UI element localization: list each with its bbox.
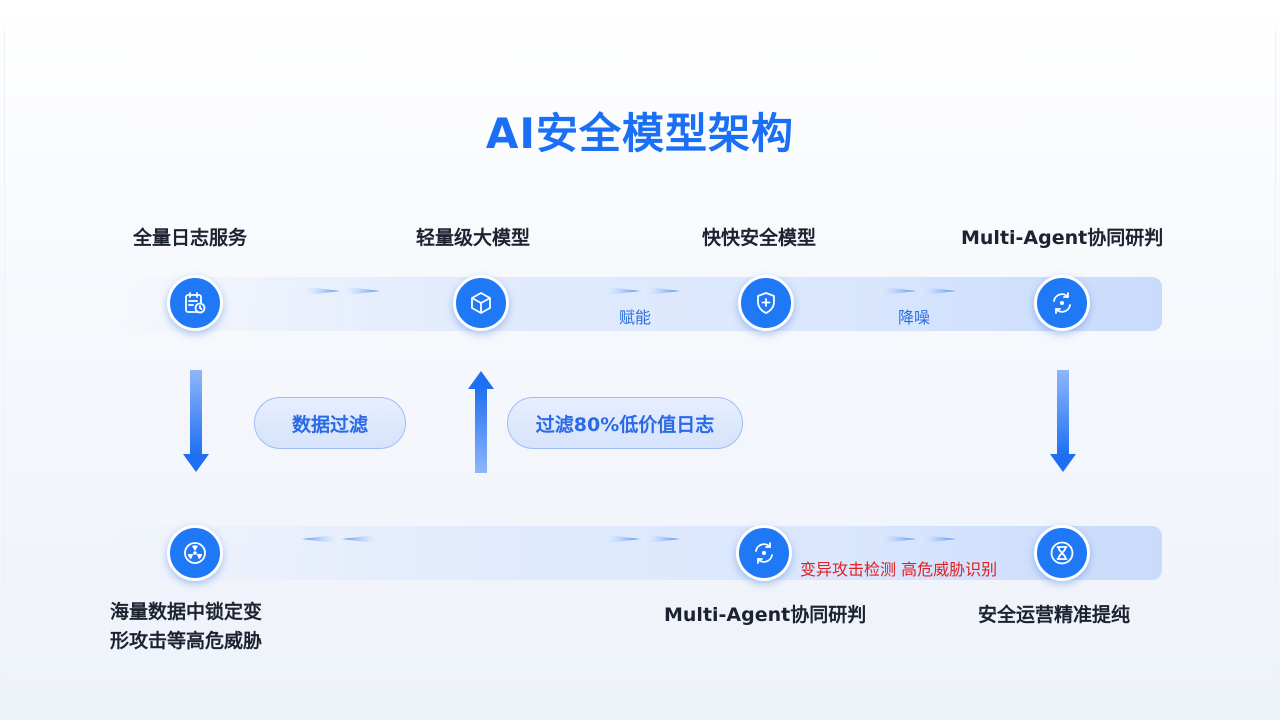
cycle-icon (1053, 292, 1071, 314)
arrow-down-right (1050, 370, 1076, 472)
cycle-icon (755, 542, 773, 564)
top-label-lightweight-model: 轻量级大模型 (416, 227, 531, 249)
bottom-label-threat-lock-line2: 形攻击等高危威胁 (110, 630, 263, 652)
page-frame (4, 30, 1276, 700)
bottom-label-threat-lock: 海量数据中锁定变 形攻击等高危威胁 (110, 598, 262, 656)
top-label-security-model: 快快安全模型 (702, 227, 817, 249)
node-threat-lock (167, 525, 223, 581)
top-chevron-right-1 (300, 286, 380, 296)
cube-icon (471, 292, 491, 314)
log-calendar-icon (185, 292, 206, 314)
bottom-chevron-left (302, 534, 382, 544)
hourglass-icon (1050, 541, 1074, 565)
radiation-icon (184, 542, 206, 564)
top-flow-band (110, 277, 1162, 331)
bottom-label-security-refine: 安全运营精准提纯 (978, 604, 1131, 626)
connector-label-empower: 赋能 (619, 308, 652, 327)
bottom-chevron-right-2 (876, 534, 956, 544)
page-title: AI安全模型架构 (485, 109, 795, 158)
shield-plus-icon (757, 292, 775, 314)
node-lightweight-model (453, 275, 509, 331)
arrow-down-left (183, 370, 209, 472)
pill-filter-low-value-logs: 过滤80%低价值日志 (507, 397, 743, 449)
node-security-refine (1034, 525, 1090, 581)
node-multi-agent-bottom (736, 525, 792, 581)
node-security-model (738, 275, 794, 331)
bottom-label-threat-lock-line1: 海量数据中锁定变 (110, 601, 263, 623)
bottom-flow-band (110, 526, 1162, 580)
connector-label-threat-detection: 变异攻击检测 高危威胁识别 (800, 560, 998, 579)
bottom-label-multi-agent: Multi-Agent协同研判 (664, 604, 867, 626)
top-label-multi-agent: Multi-Agent协同研判 (961, 227, 1164, 249)
bottom-chevron-right-1 (600, 534, 680, 544)
connector-label-denoise: 降噪 (898, 308, 931, 327)
node-log-service (167, 275, 223, 331)
pill-data-filter: 数据过滤 (254, 397, 406, 449)
top-label-log-service: 全量日志服务 (133, 227, 248, 249)
top-chevron-right-2 (600, 286, 680, 296)
top-chevron-right-3 (876, 286, 956, 296)
node-multi-agent-top (1034, 275, 1090, 331)
arrow-up-middle (468, 371, 494, 473)
